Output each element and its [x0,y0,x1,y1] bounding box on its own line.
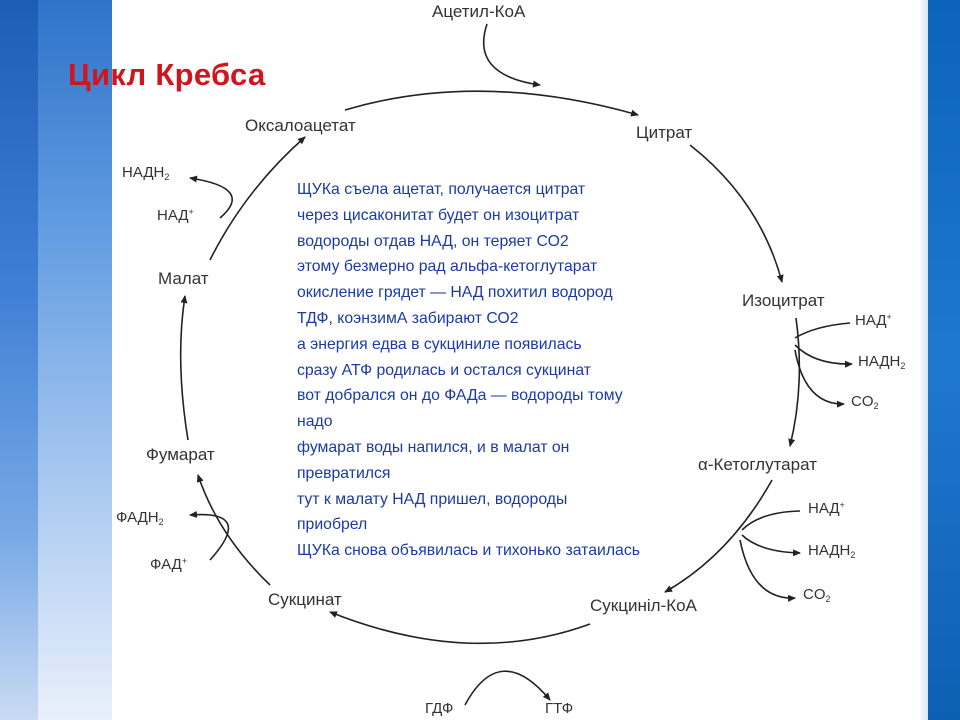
arrow-ketoglutarate-nad-in [741,510,801,531]
label-nad-ketoglutarate: НАД+ [808,500,845,517]
slide-content [112,0,918,720]
label-fadh2-succinate: ФАДН2 [116,509,164,527]
mnemonic-poem: ЩУКа съела ацетат, получается цитрат чер… [297,177,772,564]
poem-line: этому безмерно рад альфа-кетоглутарат [297,258,598,276]
node-citrate: Цитрат [636,123,693,142]
label-nadh2-malate: НАДН2 [122,164,170,182]
arc-succinate-fumarate [196,474,271,586]
slide-title: Цикл Кребса [68,57,266,92]
arc-isocitrate-ketoglutarate [788,317,801,447]
arc-fumarate-malate [179,295,189,441]
poem-line: надо [297,413,333,431]
arc-ketoglutarate-succinylcoa [664,479,773,593]
label-co2-isocitrate: CO2 [851,393,879,411]
node-acetyl-coa: Ацетил-КоА [432,2,526,21]
poem-line: ТДФ, коэнзимА забирают СО2 [297,309,519,327]
arrow-isocitrate-nad-in [794,322,851,339]
right-decor-inner [918,0,928,720]
arrow-acetylcoa-entry [482,23,541,88]
poem-line: ЩУКа снова объявилась и тихонько затаила… [297,542,640,560]
arrow-gdp-gtp [464,670,551,706]
poem-line: тут к малату НАД пришел, водороды [297,490,568,508]
node-isocitrate: Изоцитрат [742,291,825,310]
label-gdp: ГДФ [425,700,454,717]
right-decor-strip [928,0,960,720]
poem-line: через цисаконитат будет он изоцитрат [297,206,580,224]
poem-line: фумарат воды напился, и в малат он [297,438,570,456]
poem-line: окисление грядет — НАД похитил водород [297,284,613,302]
arrow-isocitrate-co2 [794,349,845,408]
label-co2-ketoglutarate: CO2 [803,586,831,604]
node-alpha-ketoglutarate: α-Кетоглутарат [698,455,817,474]
poem-line: вот добрался он до ФАДа — водороды тому [297,387,623,405]
arc-oxaloacetate-citrate [344,90,639,117]
arrow-succinate-fad [189,510,229,561]
arc-citrate-isocitrate [689,144,784,283]
poem-line: водороды отдав НАД, он теряет СО2 [297,232,569,250]
node-fumarate: Фумарат [146,445,215,464]
arc-succinylcoa-succinate [329,611,591,645]
label-gtp: ГТФ [545,700,574,717]
poem-line: превратился [297,464,391,482]
poem-line: сразу АТФ родилась и остался сукцинат [297,361,592,379]
node-oxaloacetate: Оксалоацетат [245,116,356,135]
arrow-malate-nad [189,175,233,219]
arrow-ketoglutarate-nadh [741,534,801,557]
poem-line: а энергия едва в сукциниле появилась [297,335,582,353]
label-fad-succinate: ФАД+ [150,556,188,573]
arrow-isocitrate-nadh [794,344,853,368]
node-succinyl-coa: Сукциніл-КоА [590,596,697,615]
node-malate: Малат [158,269,209,288]
label-nad-isocitrate: НАД+ [855,312,892,329]
label-nad-malate: НАД+ [157,207,194,224]
poem-line: приобрел [297,516,368,534]
label-nadh2-ketoglutarate: НАДН2 [808,542,856,560]
poem-line: ЩУКа съела ацетат, получается цитрат [297,181,586,198]
label-nadh2-isocitrate: НАДН2 [858,353,906,371]
node-succinate: Сукцинат [268,590,342,609]
arrow-ketoglutarate-co2 [739,539,796,602]
arc-malate-oxaloacetate [209,136,306,261]
left-decor-edge [0,0,38,720]
